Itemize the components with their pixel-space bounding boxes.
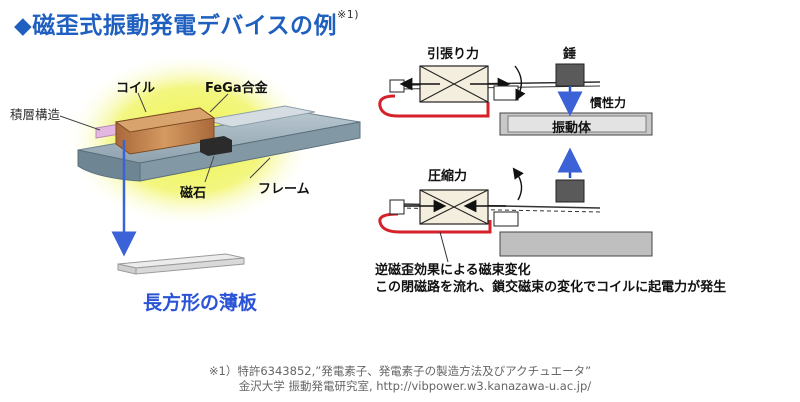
thin-plate: [117, 253, 245, 275]
footnote-line-1: ※1）特許6343852,”発電素子、発電素子の製造方法及びアクチュエータ”: [208, 364, 592, 378]
label-tension: 引張り力: [427, 47, 480, 62]
label-fega-alloy: FeGa合金: [205, 81, 268, 96]
footnote: ※1）特許6343852,”発電素子、発電素子の製造方法及びアクチュエータ” 金…: [0, 364, 800, 394]
label-vibrator: 振動体: [552, 121, 592, 136]
label-frame: フレーム: [258, 182, 310, 197]
description-line-2: この閉磁路を流れ、鎖交磁束の変化でコイルに起電力が発生: [375, 280, 727, 295]
fega-plate: [204, 105, 316, 128]
page-title: ◆磁歪式振動発電デバイスの例※1): [14, 6, 359, 40]
coil-body: [114, 107, 216, 155]
footnote-line-2: 金沢大学 振動発電研究室, http://vibpower.w3.kanazaw…: [238, 379, 592, 393]
compression-diagram: [378, 147, 653, 263]
label-magnet: 磁石: [180, 186, 207, 201]
title-text: ◆磁歪式振動発電デバイスの例: [14, 13, 337, 39]
label-laminated-structure: 積層構造: [10, 107, 61, 122]
title-footnote-marker: ※1): [337, 8, 360, 21]
tension-diagram: [378, 63, 653, 136]
mechanism-description: 逆磁歪効果による磁束変化 この閉磁路を流れ、鎖交磁束の変化でコイルに起電力が発生: [375, 262, 726, 296]
label-compression: 圧縮力: [428, 169, 468, 184]
description-line-1: 逆磁歪効果による磁束変化: [375, 263, 531, 278]
magnet-block: [200, 136, 232, 156]
label-thin-plate: 長方形の薄板: [143, 292, 258, 314]
label-weight: 錘: [563, 47, 577, 62]
label-inertia: 慣性力: [590, 96, 627, 110]
label-coil: コイル: [116, 81, 156, 96]
